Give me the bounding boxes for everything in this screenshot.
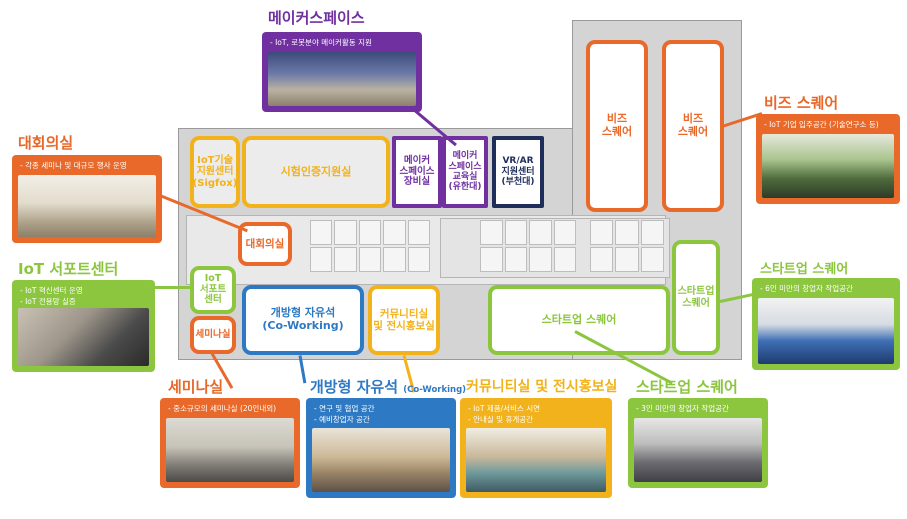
- community-card: - IoT 제품/서비스 시연 - 안내실 및 휴게공간: [460, 398, 612, 498]
- coworking-title: 개방형 자유석 (Co-Working): [310, 376, 466, 397]
- room-label: IoT 서포트 센터: [199, 272, 227, 306]
- conference-photo: [18, 175, 156, 237]
- community-title: 커뮤니티실 및 전시홍보실: [466, 379, 618, 395]
- iot-support-desc: - IoT 혁신센터 운영 - IoT 전용망 실증: [20, 286, 83, 306]
- room-maker-education[interactable]: 메이커 스페이스 교육실 (유한대): [442, 136, 488, 208]
- coworking-desc: - 연구 및 협업 공간 - 예비창업자 공간: [314, 404, 375, 424]
- seminar-title: 세미나실: [168, 378, 224, 396]
- startup-right-card: - 6인 미만의 창업자 작업공간: [752, 278, 900, 370]
- connector-iot-support: [155, 286, 193, 289]
- room-biz-square-1[interactable]: 비즈 스퀘어: [586, 40, 648, 212]
- room-iot-support[interactable]: IoT 서포트 센터: [190, 266, 236, 314]
- room-label: 세미나실: [195, 328, 231, 340]
- seminar-card: - 중소규모의 세미나실 (20인내외): [160, 398, 300, 488]
- room-label: 대회의실: [245, 237, 285, 250]
- biz-square-photo: [762, 134, 894, 198]
- room-test-certification[interactable]: 시험인증지원실: [242, 136, 390, 208]
- room-startup-square[interactable]: 스타트업 스퀘어: [488, 285, 670, 355]
- coworking-photo: [312, 428, 450, 492]
- room-coworking[interactable]: 개방형 자유석 (Co-Working): [242, 285, 364, 355]
- conference-title: 대회의실: [18, 134, 74, 152]
- startup-right-desc: - 6인 미만의 창업자 작업공간: [760, 284, 853, 293]
- startup-right-title: 스타트업 스퀘어: [760, 262, 849, 277]
- iot-support-title: IoT 서포트센터: [18, 260, 119, 278]
- core-cells-right: [590, 220, 664, 272]
- iot-support-card: - IoT 혁신센터 운영 - IoT 전용망 실증: [12, 280, 155, 372]
- room-biz-square-2[interactable]: 비즈 스퀘어: [662, 40, 724, 212]
- coworking-card: - 연구 및 협업 공간 - 예비창업자 공간: [306, 398, 456, 498]
- seminar-photo: [166, 418, 294, 482]
- iot-support-photo: [18, 308, 149, 366]
- room-vr-ar-center[interactable]: VR/AR 지원센터 (부천대): [492, 136, 544, 208]
- room-label: 스타트업 스퀘어: [541, 312, 617, 326]
- makerspace-card: - IoT, 로봇분야 메이커활동 지원: [262, 32, 422, 112]
- startup-bottom-photo: [634, 418, 762, 482]
- community-photo: [466, 428, 606, 492]
- room-label: 비즈 스퀘어: [677, 112, 709, 138]
- room-label: 메이커 스페이스 장비실: [399, 154, 435, 188]
- room-label: 메이커 스페이스 교육실 (유한대): [448, 151, 482, 193]
- core-cells-mid: [480, 220, 576, 272]
- community-desc: - IoT 제품/서비스 시연 - 안내실 및 휴게공간: [468, 404, 541, 424]
- seminar-desc: - 중소규모의 세미나실 (20인내외): [168, 404, 277, 413]
- room-label: 비즈 스퀘어: [601, 112, 633, 138]
- room-label: 시험인증지원실: [280, 164, 352, 178]
- core-cells-left: [310, 220, 430, 272]
- room-maker-equipment[interactable]: 메이커 스페이스 장비실: [392, 136, 442, 208]
- room-label: 커뮤니티실 및 전시홍보실: [373, 307, 435, 332]
- biz-square-card: - IoT 기업 입주공간 (기술연구소 등): [756, 114, 900, 204]
- coworking-title-sub: (Co-Working): [403, 385, 467, 395]
- room-label: 스타트업 스퀘어: [677, 286, 715, 309]
- biz-square-title: 비즈 스퀘어: [764, 94, 839, 112]
- room-startup-square-small[interactable]: 스타트업 스퀘어: [672, 240, 720, 355]
- room-label: IoT기술 지원센터 (Sigfox): [192, 154, 238, 189]
- room-label: 개방형 자유석 (Co-Working): [262, 306, 344, 332]
- room-seminar[interactable]: 세미나실: [190, 316, 236, 354]
- makerspace-desc: - IoT, 로봇분야 메이커활동 지원: [270, 38, 372, 47]
- room-community[interactable]: 커뮤니티실 및 전시홍보실: [368, 285, 440, 355]
- coworking-title-main: 개방형 자유석: [310, 378, 399, 396]
- startup-bottom-card: - 3인 미만의 창업자 작업공간: [628, 398, 768, 488]
- room-label: VR/AR 지원센터 (부천대): [501, 156, 535, 188]
- conference-desc: - 각종 세미나 및 대규모 행사 운영: [20, 161, 127, 170]
- startup-right-photo: [758, 298, 894, 364]
- conference-card: - 각종 세미나 및 대규모 행사 운영: [12, 155, 162, 243]
- biz-square-desc: - IoT 기업 입주공간 (기술연구소 등): [764, 120, 879, 129]
- startup-bottom-title: 스타트업 스퀘어: [636, 378, 738, 396]
- makerspace-photo: [268, 52, 416, 106]
- room-iot-test-center[interactable]: IoT기술 지원센터 (Sigfox): [190, 136, 240, 208]
- startup-bottom-desc: - 3인 미만의 창업자 작업공간: [636, 404, 729, 413]
- makerspace-title: 메이커스페이스: [268, 9, 365, 27]
